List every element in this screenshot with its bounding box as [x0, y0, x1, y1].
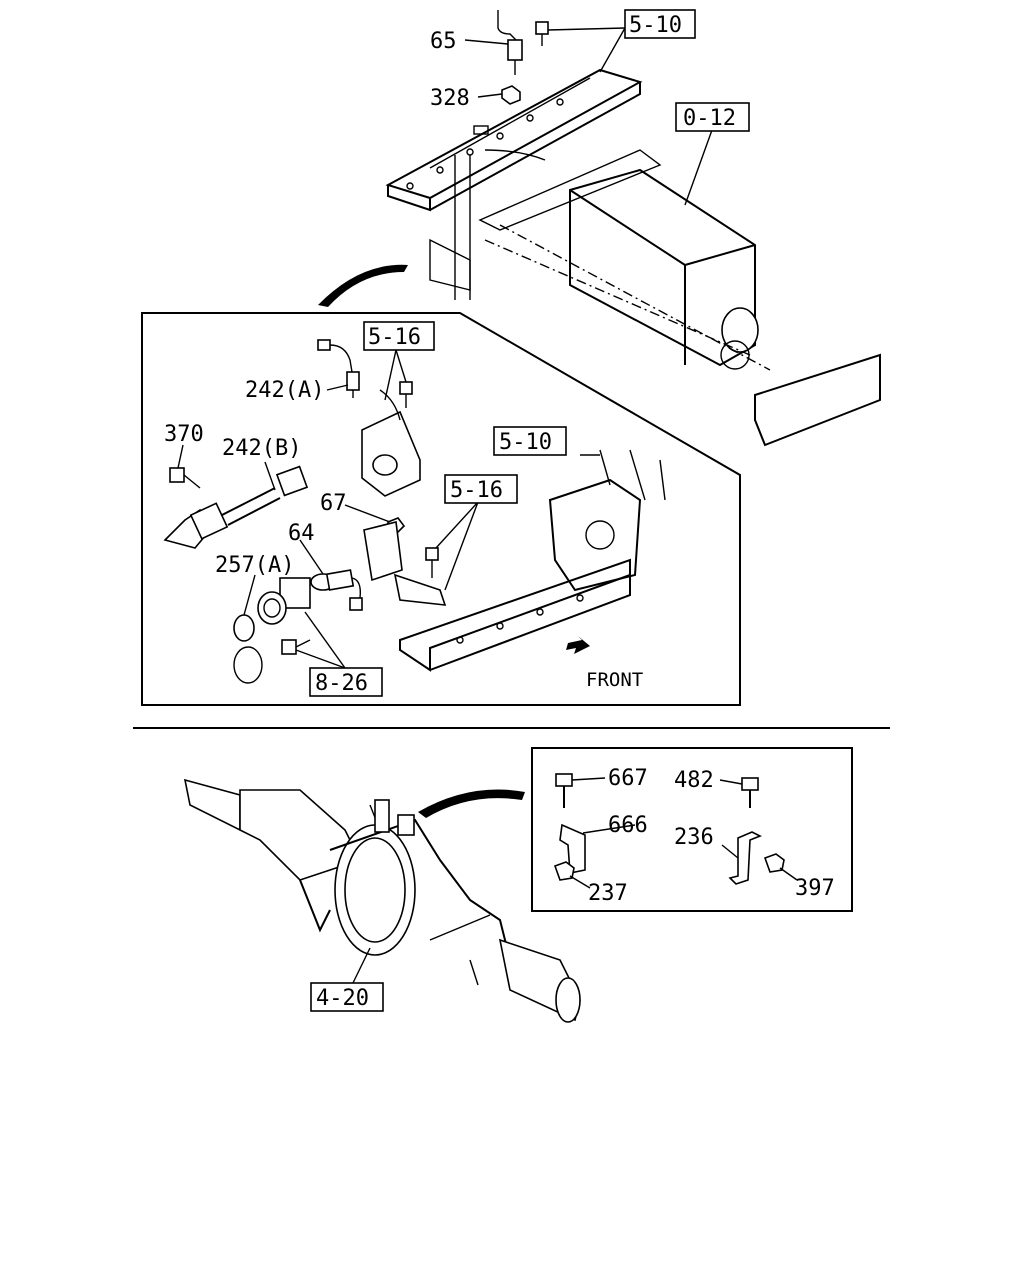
- leader-8-26-b: [304, 611, 346, 669]
- label-242a: 242(A): [245, 378, 324, 403]
- leader-5-16-a2: [384, 349, 397, 401]
- label-482: 482: [674, 768, 714, 793]
- leader-237: [569, 875, 591, 889]
- leader-242b: [264, 461, 276, 491]
- label-667: 667: [608, 766, 648, 791]
- ref-label-4-20: 4-20: [316, 986, 369, 1011]
- label-237: 237: [588, 881, 628, 906]
- leader-67: [344, 504, 391, 523]
- detail-box-bottom: [531, 747, 853, 912]
- label-65: 65: [430, 29, 457, 54]
- label-242b: 242(B): [222, 436, 301, 461]
- leader-5-16-b2: [444, 501, 479, 591]
- nut-237: [553, 861, 575, 881]
- leader-328: [477, 93, 503, 98]
- bolt-667: [555, 773, 573, 808]
- leader-5-16-b1: [435, 501, 479, 549]
- leader-4-20: [351, 947, 371, 986]
- sensor-64: [310, 569, 363, 611]
- label-67: 67: [320, 491, 347, 516]
- ref-box-5-16-b: [444, 474, 518, 504]
- bolt-5-10: [535, 21, 549, 46]
- front-arrow: [566, 636, 590, 654]
- leader-482: [719, 779, 743, 785]
- label-257a: 257(A): [215, 553, 294, 578]
- speedo-drive-257a: [233, 577, 311, 684]
- leader-666: [582, 824, 636, 834]
- frame-rail-detail: [399, 449, 666, 672]
- leader-5-10-top-b: [599, 27, 626, 73]
- leader-257a: [243, 574, 256, 616]
- ref-label-8-26: 8-26: [315, 671, 368, 696]
- nut-328: [501, 85, 521, 105]
- ref-box-0-12: [675, 102, 750, 132]
- ref-label-5-16-b: 5-16: [450, 478, 503, 503]
- label-328: 328: [430, 86, 470, 111]
- bolt-370: [169, 467, 201, 489]
- leader-667: [571, 777, 606, 781]
- label-666: 666: [608, 813, 648, 838]
- leader-397: [779, 867, 798, 881]
- ref-box-8-26: [309, 667, 383, 697]
- bolt-482: [741, 777, 759, 808]
- leader-5-10-top-a: [547, 27, 626, 31]
- frame-crossmember-drawing: [385, 68, 643, 300]
- label-397: 397: [795, 876, 835, 901]
- leader-0-12: [684, 129, 713, 206]
- bracket-5-16-lower: [363, 521, 447, 606]
- leader-242a: [326, 384, 349, 391]
- ref-box-4-20: [310, 982, 384, 1012]
- sensor-242a: [317, 339, 360, 398]
- bracket-5-16-upper: [361, 381, 421, 497]
- fuel-tank-drawing: [429, 149, 881, 447]
- ref-label-0-12: 0-12: [683, 106, 736, 131]
- leader-65: [464, 39, 509, 45]
- leader-236: [721, 844, 739, 859]
- detail-arrow-top: [318, 264, 408, 307]
- sensor-242b: [163, 465, 309, 549]
- ref-box-5-16-a: [363, 321, 435, 351]
- ref-label-5-16-a: 5-16: [368, 325, 421, 350]
- detail-box: [141, 312, 741, 706]
- leader-370: [177, 444, 184, 469]
- ref-label-5-10-mid: 5-10: [499, 430, 552, 455]
- label-370: 370: [164, 422, 204, 447]
- label-236: 236: [674, 825, 714, 850]
- detail-arrow-bottom: [418, 789, 525, 818]
- bracket-236: [728, 831, 762, 885]
- sensor-65: [497, 10, 523, 75]
- front-label: FRONT: [586, 669, 643, 691]
- ref-box-5-10-mid: [493, 426, 567, 456]
- ref-label-5-10-top: 5-10: [629, 13, 682, 38]
- label-64: 64: [288, 521, 315, 546]
- nut-397: [763, 853, 785, 873]
- leader-64: [299, 539, 324, 575]
- rear-axle-drawing: [183, 778, 581, 1023]
- ref-box-5-10-top: [624, 9, 696, 39]
- leader-5-16-a1: [395, 349, 407, 383]
- leader-8-26-a: [295, 649, 346, 669]
